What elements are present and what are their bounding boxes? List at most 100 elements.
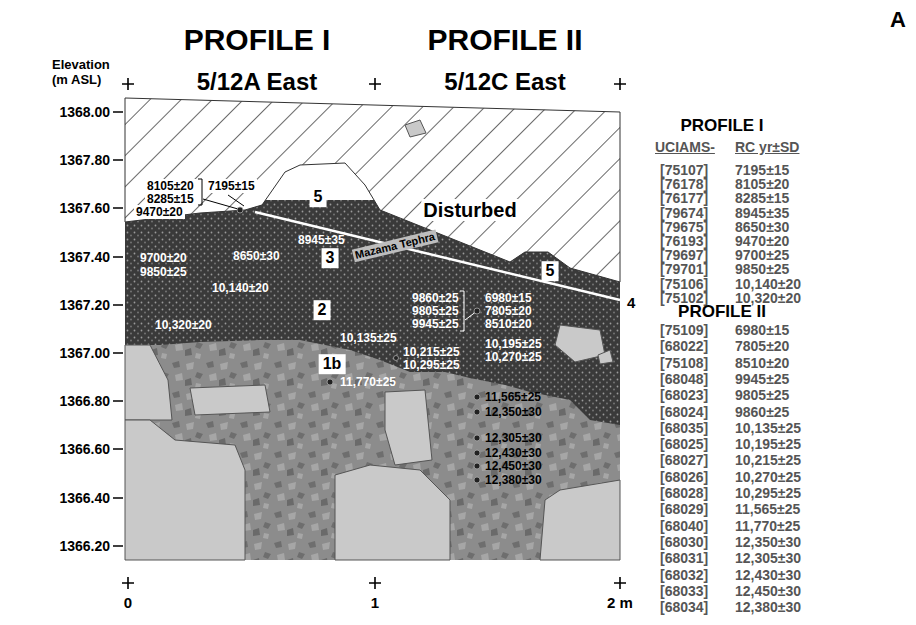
date-label: 12,380±30 <box>485 474 542 486</box>
table-cell: 11,770±25 <box>735 519 800 533</box>
date-label: 9700±20 <box>140 252 187 264</box>
table-cell: [76177] <box>660 191 708 205</box>
boulder <box>540 480 620 560</box>
elevation-tick: 1368.00 <box>59 105 110 119</box>
layer-box: 5 <box>542 261 559 281</box>
heading: PROFILE I <box>184 25 331 55</box>
elevation-tick: 1367.00 <box>59 346 110 360</box>
boulder <box>555 325 605 362</box>
layer-box: 5 <box>310 187 327 207</box>
date-label: 12,350±30 <box>485 406 542 418</box>
grid-crosses <box>122 78 626 589</box>
layer-label: Elevation (m ASL) <box>52 58 124 88</box>
table-cell: [79675] <box>660 220 708 234</box>
date-label: 8650±30 <box>233 250 280 262</box>
distance-tick: 1 <box>371 595 379 610</box>
table-cell: 8510±20 <box>735 356 789 370</box>
date-label: 10,320±20 <box>155 319 212 331</box>
table-cell: [68034] <box>660 600 708 614</box>
table-cell: [76178] <box>660 177 708 191</box>
layer-number: 5 <box>546 262 555 279</box>
date-label: 9945±25 <box>412 318 459 330</box>
date-label: 7805±20 <box>485 305 532 317</box>
table-cell: 12,430±30 <box>735 568 801 582</box>
layer-box: 1b <box>319 354 346 374</box>
table-cell: [68032] <box>660 568 708 582</box>
table-cell: 9470±20 <box>735 234 789 248</box>
date-label: 9850±25 <box>140 266 187 278</box>
table-cell: 8285±15 <box>735 191 789 205</box>
table-cell: 10,295±25 <box>735 486 801 500</box>
table-cell: 10,195±25 <box>735 437 801 451</box>
table-cell: 9945±25 <box>735 372 789 386</box>
date-label: 8945±35 <box>298 234 345 246</box>
table-cell: 8105±20 <box>735 177 789 191</box>
table-cell: 11,565±25 <box>735 502 800 516</box>
elevation-tick: 1366.80 <box>59 394 110 408</box>
elevation-tick: 1366.20 <box>59 539 110 553</box>
table-cell: 9860±25 <box>735 405 789 419</box>
heading: A <box>890 9 906 31</box>
table-cell: 10,135±25 <box>735 421 801 435</box>
table-cell: [68040] <box>660 519 708 533</box>
table-cell: [68035] <box>660 421 708 435</box>
table-header: RC yr±SD <box>735 140 799 154</box>
date-label: 10,295±25 <box>403 359 460 371</box>
table-cell: 9700±25 <box>735 248 789 262</box>
layer-label: 4 <box>627 295 635 310</box>
heading: 5/12A East <box>197 70 318 94</box>
boulder <box>125 420 245 560</box>
date-label: 8285±15 <box>145 192 196 206</box>
table-cell: [68025] <box>660 437 708 451</box>
elevation-tick: 1367.40 <box>59 250 110 264</box>
date-label: 7195±15 <box>206 179 257 193</box>
table-cell: [68048] <box>660 372 708 386</box>
layer-number: 3 <box>326 249 335 266</box>
disturbed-zone <box>125 98 620 282</box>
table-cell: [68031] <box>660 551 708 565</box>
elevation-tick: 1367.60 <box>59 201 110 215</box>
boulder <box>335 465 450 560</box>
table-cell: [76193] <box>660 234 708 248</box>
table-cell: [75106] <box>660 277 708 291</box>
elevation-tick: 1367.80 <box>59 153 110 167</box>
table-cell: [79697] <box>660 248 708 262</box>
boulder <box>190 385 270 415</box>
date-label: 8510±20 <box>485 318 532 330</box>
date-label: 8105±20 <box>145 179 196 193</box>
elevation-tick: 1366.60 <box>59 442 110 456</box>
date-label: 10,195±25 <box>485 338 542 350</box>
bedrock <box>125 345 172 420</box>
tick-marks <box>113 112 123 546</box>
table-cell: [68023] <box>660 388 708 402</box>
layer-box: 3 <box>322 248 339 268</box>
date-label: 9805±25 <box>412 305 459 317</box>
table-cell: 10,140±20 <box>735 277 801 291</box>
layer-number: 2 <box>318 301 327 318</box>
table-cell: 12,305±30 <box>735 551 801 565</box>
table-cell: 12,350±30 <box>735 535 801 549</box>
boulder <box>385 390 432 465</box>
table-cell: [68028] <box>660 486 708 500</box>
date-label: 10,270±25 <box>485 351 542 363</box>
table-cell: [68026] <box>660 470 708 484</box>
table-cell: [68027] <box>660 453 708 467</box>
date-label: 12,450±30 <box>485 460 542 472</box>
table-cell: 8650±30 <box>735 220 789 234</box>
table-cell: [79701] <box>660 262 708 276</box>
table-cell: 7195±15 <box>735 163 789 177</box>
tephra-line <box>255 212 620 300</box>
table-cell: 10,270±25 <box>735 470 801 484</box>
date-label: 9470±20 <box>134 205 185 219</box>
table-cell: [68024] <box>660 405 708 419</box>
stone <box>405 120 426 137</box>
distance-tick: 2 m <box>607 595 633 610</box>
table-cell: [75108] <box>660 356 708 370</box>
elevation-tick: 1366.40 <box>59 491 110 505</box>
date-label: 11,565±25 <box>485 391 541 403</box>
table-cell: [68022] <box>660 339 708 353</box>
heading: 5/12C East <box>444 70 565 94</box>
table-header: UCIAMS- <box>655 140 715 154</box>
table-cell: 7805±20 <box>735 339 789 353</box>
layer-number: 1b <box>323 355 342 372</box>
